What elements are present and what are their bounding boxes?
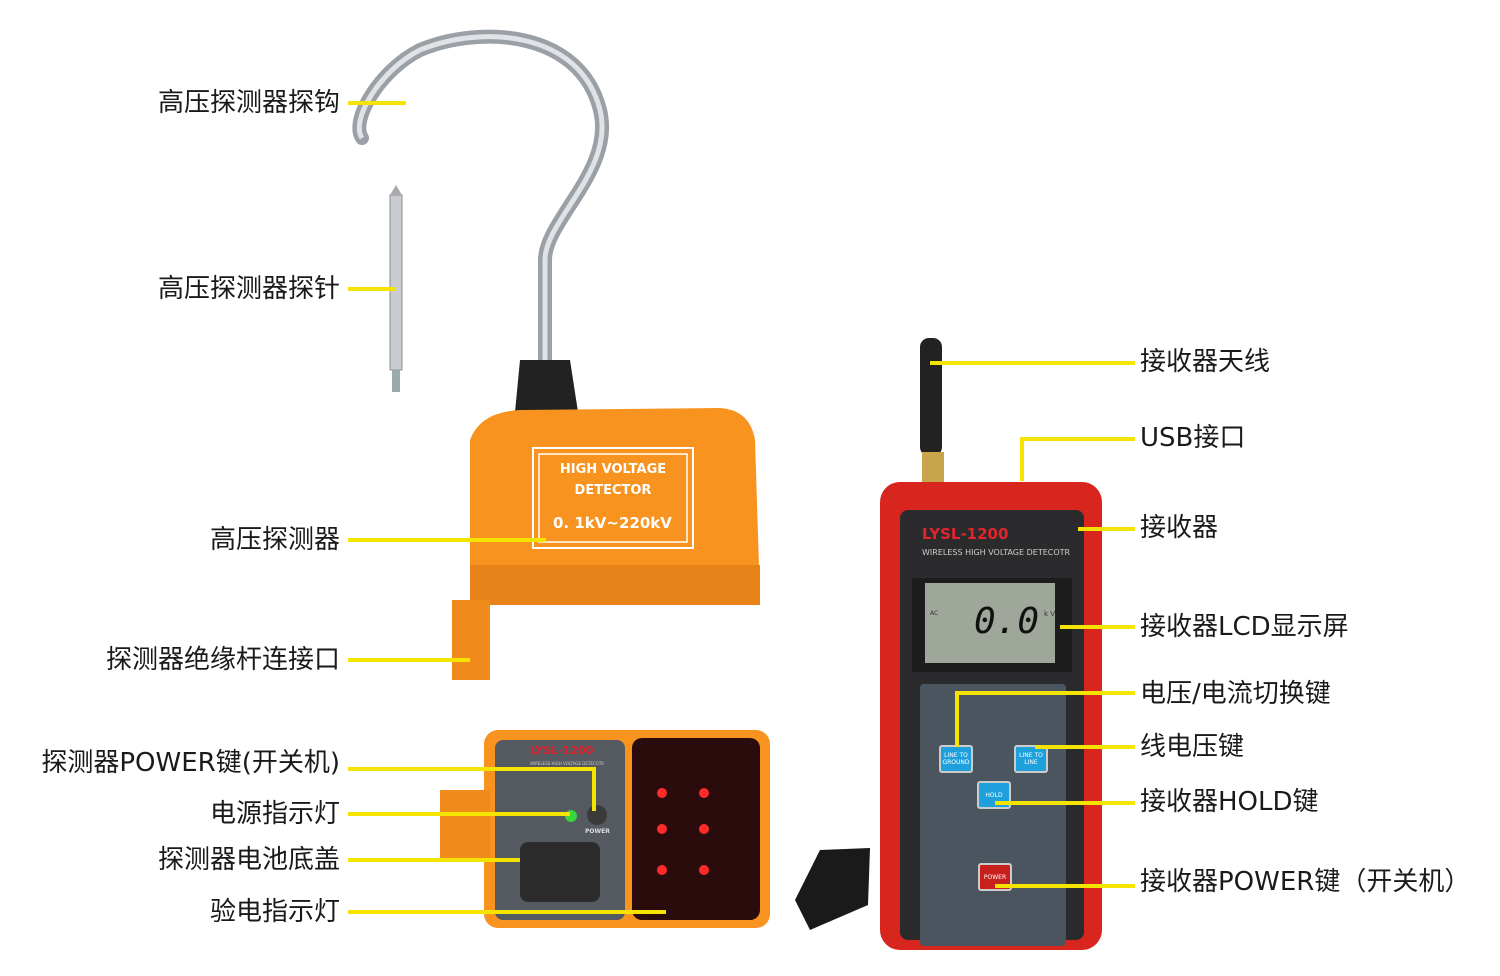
leader-line bbox=[1060, 625, 1135, 629]
leader-line bbox=[1020, 437, 1024, 481]
label-detector: 高压探测器 bbox=[209, 525, 340, 555]
leader-line bbox=[348, 767, 596, 771]
leader-line bbox=[1078, 527, 1135, 531]
label-probe-needle: 高压探测器探针 bbox=[157, 274, 340, 304]
leader-line bbox=[955, 691, 1135, 695]
leader-line bbox=[348, 287, 396, 291]
plate-line2: DETECTOR bbox=[574, 483, 652, 498]
leader-line bbox=[1035, 745, 1135, 749]
label-hold-key: 接收器HOLD键 bbox=[1140, 787, 1319, 817]
label-lcd: 接收器LCD显示屏 bbox=[1140, 612, 1349, 642]
leader-line bbox=[995, 884, 1135, 888]
lcd-value: 0.0 bbox=[974, 601, 1040, 642]
leader-line bbox=[1020, 437, 1135, 441]
plate-line1: HIGH VOLTAGE bbox=[559, 462, 667, 477]
line-to-line-button[interactable]: LINE TO LINE bbox=[1014, 745, 1048, 773]
detector-power-label: POWER bbox=[585, 828, 610, 835]
label-test-indicator: 验电指示灯 bbox=[209, 897, 340, 927]
detector-plate-title: HIGH VOLTAGE DETECTOR bbox=[533, 462, 693, 499]
leader-line bbox=[348, 910, 666, 914]
leader-line bbox=[995, 801, 1135, 805]
label-pole-connector: 探测器绝缘杆连接口 bbox=[105, 645, 340, 675]
label-receiver: 接收器 bbox=[1140, 513, 1219, 543]
lcd-mode: AC bbox=[930, 610, 939, 617]
leader-line bbox=[348, 538, 546, 542]
label-power-indicator: 电源指示灯 bbox=[209, 799, 340, 829]
label-antenna: 接收器天线 bbox=[1140, 347, 1271, 377]
label-usb: USB接口 bbox=[1140, 423, 1246, 453]
lcd-unit: k V bbox=[1044, 610, 1056, 618]
receiver-model: LYSL-1200 bbox=[922, 525, 1009, 543]
label-hook: 高压探测器探钩 bbox=[157, 88, 340, 118]
leader-line bbox=[348, 858, 520, 862]
label-detector-power-key: 探测器POWER键(开关机) bbox=[41, 748, 340, 778]
label-receiver-power-key: 接收器POWER键（开关机） bbox=[1140, 867, 1471, 897]
leader-line bbox=[955, 691, 959, 747]
label-battery-cover: 探测器电池底盖 bbox=[157, 845, 340, 875]
detector-model: LYSL-1200 bbox=[530, 744, 594, 757]
leader-line bbox=[930, 361, 1135, 365]
detector-subtitle: WIRELESS HIGH VOLTAGE DETECOTR bbox=[530, 761, 605, 766]
plate-range: 0. 1kV~220kV bbox=[553, 514, 672, 532]
receiver-subtitle: WIRELESS HIGH VOLTAGE DETECOTR bbox=[922, 548, 1071, 557]
leader-line bbox=[592, 767, 596, 811]
leader-line bbox=[348, 812, 570, 816]
leader-line bbox=[348, 101, 406, 105]
line-to-ground-button[interactable]: LINE TO GROUND bbox=[939, 745, 973, 773]
label-switch-key: 电压/电流切换键 bbox=[1140, 679, 1331, 709]
leader-line bbox=[348, 658, 470, 662]
label-line-voltage-key: 线电压键 bbox=[1140, 732, 1245, 762]
